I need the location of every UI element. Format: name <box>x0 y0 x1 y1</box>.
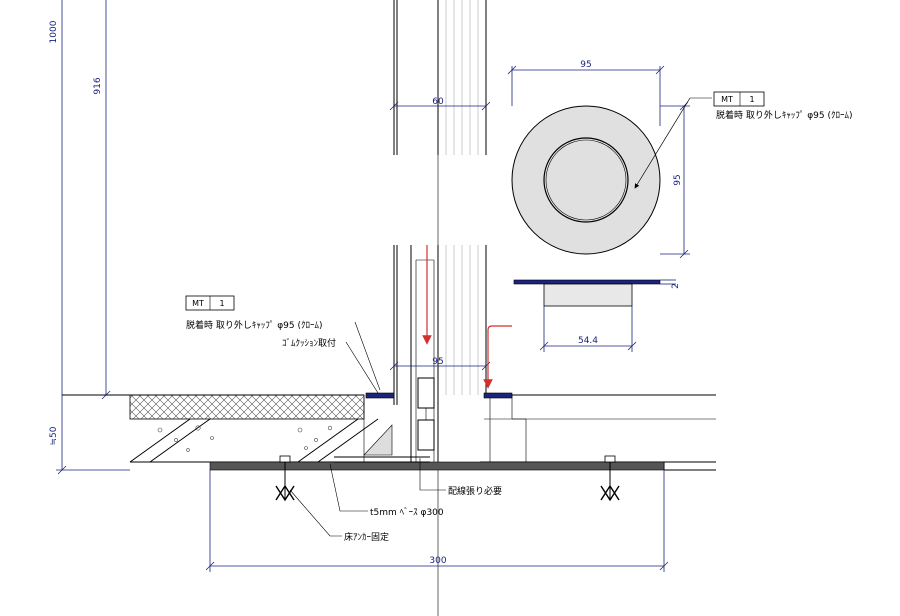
vertical-dimension-1000: 1000 <box>49 0 130 475</box>
tag-upper-code: MT <box>721 95 733 104</box>
tag-upper-num: 1 <box>749 95 754 104</box>
leader-cap-lower <box>354 321 381 391</box>
slab-slope <box>129 418 379 463</box>
cap-plan-view: 95 95 <box>507 60 712 259</box>
tag-lower-code: MT <box>192 299 204 308</box>
dimension-95-base: 95 <box>389 357 491 371</box>
leader-anchor <box>289 489 342 537</box>
note-wiring: 配線張り必要 <box>448 485 502 497</box>
leader-base <box>329 463 368 512</box>
note-cap-upper: 脱着時 取り外しｷｬｯﾌﾟ φ95 (ｸﾛｰﾑ) <box>716 109 853 121</box>
dim-95-base-label: 95 <box>432 357 443 367</box>
tag-upper: MT 1 <box>713 91 765 107</box>
lower-tube-section <box>393 155 487 616</box>
dimension-300: 300 <box>205 470 669 572</box>
tag-lower-num: 1 <box>219 299 224 308</box>
dim-54-4-label: 54.4 <box>578 336 598 346</box>
dim-95-side-label: 95 <box>673 174 683 185</box>
floor-anchor-right <box>600 455 620 502</box>
note-cap-lower: 脱着時 取り外しｷｬｯﾌﾟ φ95 (ｸﾛｰﾑ) <box>186 319 323 331</box>
base-plate <box>209 456 665 471</box>
note-base: t5mm ﾍﾞｰｽ φ300 <box>370 507 444 518</box>
leader-wiring <box>419 458 446 491</box>
upper-tube-section: 60 <box>389 0 491 155</box>
dim-300-label: 300 <box>429 556 446 566</box>
vertical-dimension-916: 916 <box>93 0 130 400</box>
leader-rubber <box>345 341 379 394</box>
dim-50-label: ≒50 <box>49 426 59 445</box>
cap-side-view: 2 54.4 <box>483 279 681 389</box>
dim-95-top-label: 95 <box>580 60 591 70</box>
dim-1000-label: 1000 <box>49 20 59 43</box>
note-rubber: ｺﾞﾑｸｯｼｮﾝ取付 <box>282 338 336 349</box>
floor-finish-left <box>62 392 395 462</box>
dim-2-label: 2 <box>671 283 681 289</box>
floor-anchor-left <box>275 455 295 502</box>
floor-right <box>480 392 716 471</box>
dim-916-label: 916 <box>93 77 103 94</box>
tag-lower: MT 1 <box>185 295 235 311</box>
vertical-dimension-50: ≒50 <box>49 394 130 446</box>
note-anchor: 床ｱﾝｶｰ固定 <box>344 531 389 543</box>
dim-60-label: 60 <box>432 97 444 107</box>
